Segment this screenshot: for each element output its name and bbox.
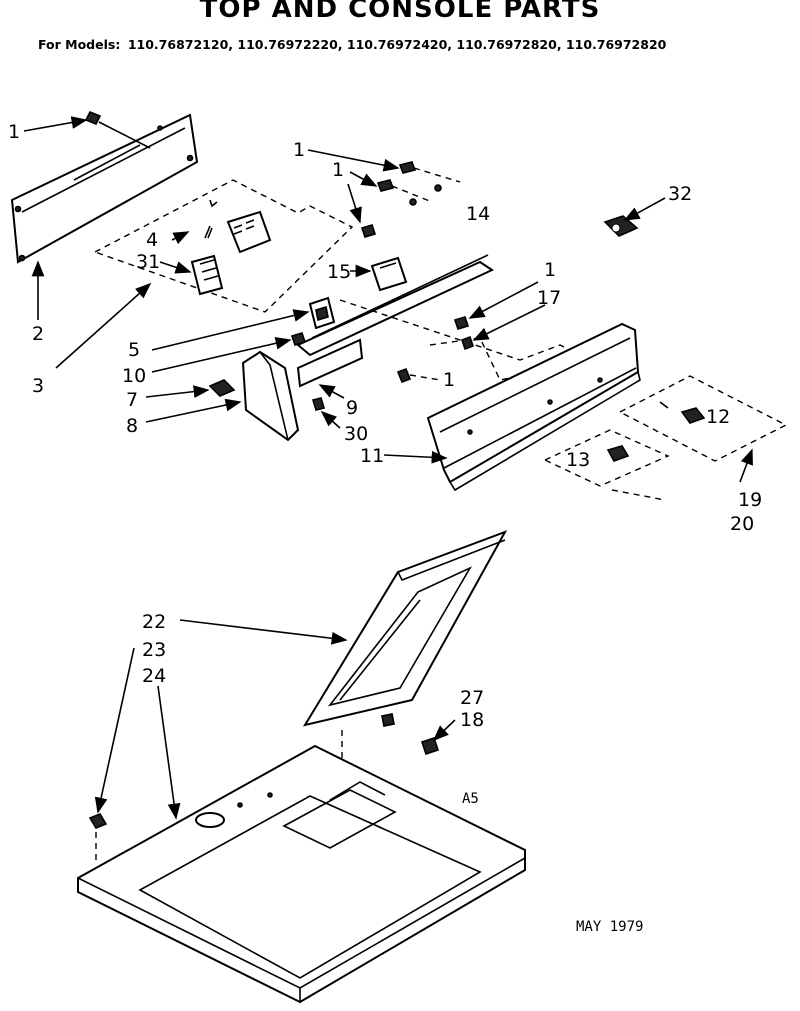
switch-part-15 — [370, 256, 408, 292]
callout-20: 20 — [730, 513, 754, 535]
callout-10: 10 — [122, 365, 146, 387]
callout-30: 30 — [344, 423, 368, 445]
callout-11: 11 — [360, 445, 384, 467]
callout-23: 23 — [142, 639, 166, 661]
switch-panel-outline — [543, 375, 788, 501]
diagram-date: MAY 1979 — [576, 919, 643, 935]
callout-2: 2 — [32, 323, 44, 345]
callout-1: 1 — [332, 159, 344, 181]
model-numbers: 110.76872120, 110.76972220, 110.76972420… — [127, 37, 667, 52]
callout-5: 5 — [128, 339, 140, 361]
callout-22: 22 — [142, 611, 166, 633]
callout-3: 3 — [32, 375, 44, 397]
callout-17: 17 — [537, 287, 561, 309]
callout-1: 1 — [544, 259, 556, 281]
callout-24: 24 — [142, 665, 166, 687]
console-panel-part-11 — [426, 322, 641, 492]
switch-part-5 — [308, 296, 336, 330]
callout-labels: 1 1 1 1 1 2 3 4 5 7 8 9 10 11 12 13 14 1… — [8, 121, 762, 935]
callout-18: 18 — [460, 709, 484, 731]
knob-part-7 — [208, 379, 236, 397]
callout-13: 13 — [566, 449, 590, 471]
diagram-title: TOP AND CONSOLE PARTS — [199, 0, 601, 24]
console-end-cap-part-8 — [241, 350, 300, 442]
callout-15: 15 — [327, 261, 351, 283]
top-panel-part-24 — [77, 744, 526, 1004]
callout-27: 27 — [460, 687, 484, 709]
rear-panel-part — [10, 113, 199, 264]
callout-12: 12 — [706, 406, 730, 428]
model-list-prefix: For Models: — [38, 37, 121, 52]
knob-clip-part-32 — [603, 215, 639, 237]
screw-part — [84, 110, 151, 149]
screw-group-14 — [360, 161, 461, 238]
lid-screws — [381, 713, 440, 756]
model-list: For Models: 110.76872120, 110.76972220, … — [38, 37, 778, 52]
reference-code: A5 — [462, 791, 479, 807]
callout-1: 1 — [8, 121, 20, 143]
callout-19: 19 — [738, 489, 762, 511]
callout-14: 14 — [466, 203, 490, 225]
callout-4: 4 — [146, 229, 158, 251]
callout-7: 7 — [126, 389, 138, 411]
bumper-part-23 — [88, 813, 108, 862]
leader-lines — [23, 116, 753, 820]
callout-1: 1 — [443, 369, 455, 391]
small-screws — [290, 316, 475, 411]
callout-8: 8 — [126, 415, 138, 437]
callout-1: 1 — [293, 139, 305, 161]
mounting-plate-outline — [93, 179, 354, 313]
callout-32: 32 — [668, 183, 692, 205]
callout-9: 9 — [346, 397, 358, 419]
callout-31: 31 — [136, 251, 160, 273]
lid-part-22 — [302, 530, 508, 830]
